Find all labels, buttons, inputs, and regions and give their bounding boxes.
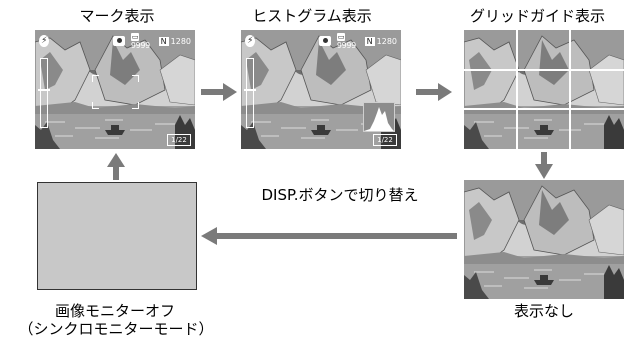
grid-line (569, 30, 571, 149)
time-display: 1/22 (167, 134, 191, 146)
arrow-left-icon (201, 227, 457, 245)
focus-mark (92, 75, 99, 82)
arrow-right-icon (201, 83, 237, 101)
label-grid-display: グリッドガイド表示 (469, 7, 605, 25)
label-monitor-off: 画像モニターオフ (54, 302, 175, 320)
time-display: 1/22 (373, 134, 397, 146)
histogram-graph (363, 102, 395, 132)
grid-line (516, 30, 518, 149)
label-histogram-display: ヒストグラム表示 (252, 7, 372, 25)
exposure-bar (244, 58, 256, 128)
landscape-image (464, 30, 624, 149)
focus-mark (132, 75, 139, 82)
screen-monitor-off (37, 182, 197, 290)
label-disp-button: DISP.ボタンで切り替え (261, 186, 419, 204)
focus-mark (132, 102, 139, 109)
arrow-right-icon (416, 83, 452, 101)
label-no-display: 表示なし (513, 302, 574, 320)
focus-mark (92, 102, 99, 109)
shots-remaining: ▭9999 (336, 33, 356, 50)
flash-off-icon: ⚡ (39, 35, 50, 47)
exposure-bar (38, 58, 50, 128)
grid-line (464, 108, 624, 110)
arrow-down-icon (535, 152, 553, 179)
camera-icon (113, 36, 125, 46)
landscape-image (464, 180, 624, 299)
arrow-up-icon (107, 153, 125, 180)
camera-icon (319, 36, 331, 46)
shots-remaining: ▭9999 (130, 33, 150, 50)
grid-line (464, 69, 624, 71)
label-mark-display: マーク表示 (79, 7, 155, 25)
screen-no-display (464, 180, 624, 299)
flash-off-icon: ⚡ (245, 35, 256, 47)
label-synchro-monitor-mode: （シンクロモニターモード） (18, 320, 214, 338)
screen-grid-display (464, 30, 624, 149)
